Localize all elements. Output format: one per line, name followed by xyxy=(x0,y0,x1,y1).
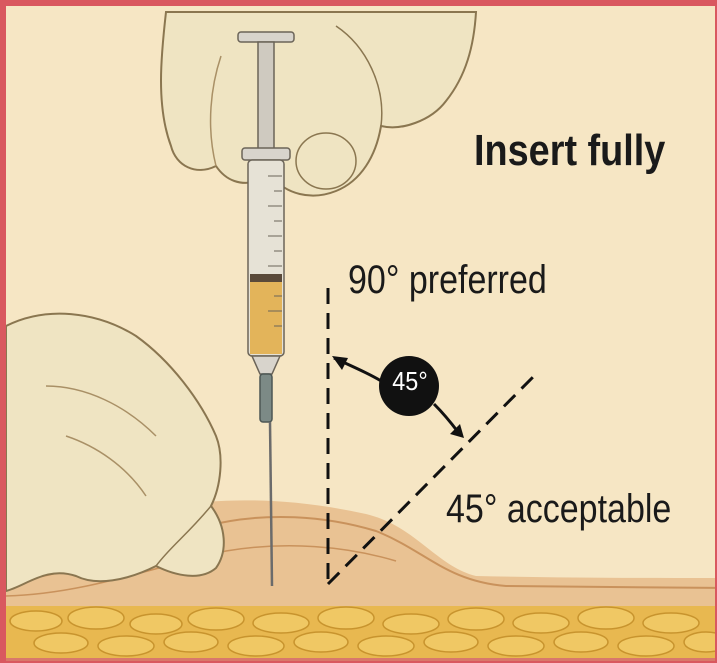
gloved-hand-pinch-icon xyxy=(6,314,224,591)
instruction-title: Insert fully xyxy=(474,126,665,176)
injection-illustration xyxy=(6,6,717,663)
angle-label-preferred: 90° preferred xyxy=(348,258,547,303)
angle-badge-label: 45° xyxy=(383,366,437,397)
angle-label-acceptable: 45° acceptable xyxy=(446,487,671,532)
gloved-hand-icon xyxy=(161,12,476,196)
